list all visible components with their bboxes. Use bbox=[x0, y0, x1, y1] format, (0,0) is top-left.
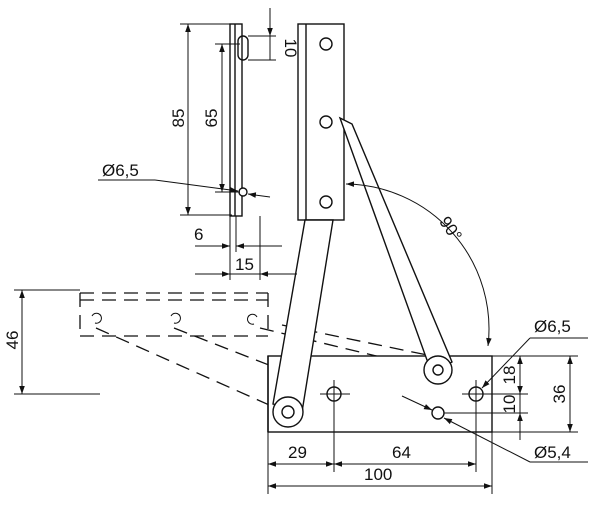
dimension-100-label: 100 bbox=[364, 465, 392, 484]
dimension-36-label: 36 bbox=[550, 385, 569, 404]
diameter-5-4-label: Ø5,4 bbox=[534, 443, 571, 462]
dimension-36: 36 bbox=[492, 355, 578, 433]
diameter-6-5-right-label: Ø6,5 bbox=[534, 317, 571, 336]
dimension-85-label: 85 bbox=[169, 109, 188, 128]
dimension-46: 46 bbox=[3, 289, 100, 395]
diameter-6-5-left-label: Ø6,5 bbox=[102, 161, 139, 180]
dimension-10-top: 10 bbox=[248, 8, 300, 61]
dimension-10-top-label: 10 bbox=[281, 39, 300, 58]
dimension-64: 64 bbox=[334, 402, 477, 472]
dimension-65: 65 bbox=[202, 43, 240, 193]
upper-arm bbox=[297, 23, 345, 221]
dimension-65-label: 65 bbox=[202, 109, 221, 128]
dimension-18: 18 bbox=[484, 355, 528, 395]
dimension-10-right: 10 bbox=[444, 394, 528, 440]
dimension-46-label: 46 bbox=[3, 331, 22, 350]
dimension-18-label: 18 bbox=[500, 366, 519, 385]
dimension-100: 100 bbox=[268, 432, 493, 494]
dimension-29-label: 29 bbox=[288, 443, 307, 462]
diameter-6-5-left: Ø6,5 bbox=[98, 161, 271, 198]
dimension-10-right-label: 10 bbox=[500, 395, 519, 414]
linkage-arm-long bbox=[338, 116, 453, 385]
diameter-6-5-right: Ø6,5 bbox=[481, 317, 588, 389]
dimension-6-label: 6 bbox=[194, 225, 203, 244]
dimension-15-label: 15 bbox=[235, 255, 254, 274]
side-mounting-plate bbox=[229, 23, 249, 217]
dimension-64-label: 64 bbox=[392, 443, 411, 462]
diameter-5-4: Ø5,4 bbox=[401, 395, 588, 463]
dimension-6: 6 bbox=[194, 216, 282, 280]
dimension-15: 15 bbox=[195, 216, 296, 280]
dimension-85: 85 bbox=[169, 23, 232, 216]
linkage-arm-short bbox=[272, 219, 334, 428]
angle-90-label: 90° bbox=[435, 213, 465, 245]
dimension-29: 29 bbox=[267, 402, 335, 494]
